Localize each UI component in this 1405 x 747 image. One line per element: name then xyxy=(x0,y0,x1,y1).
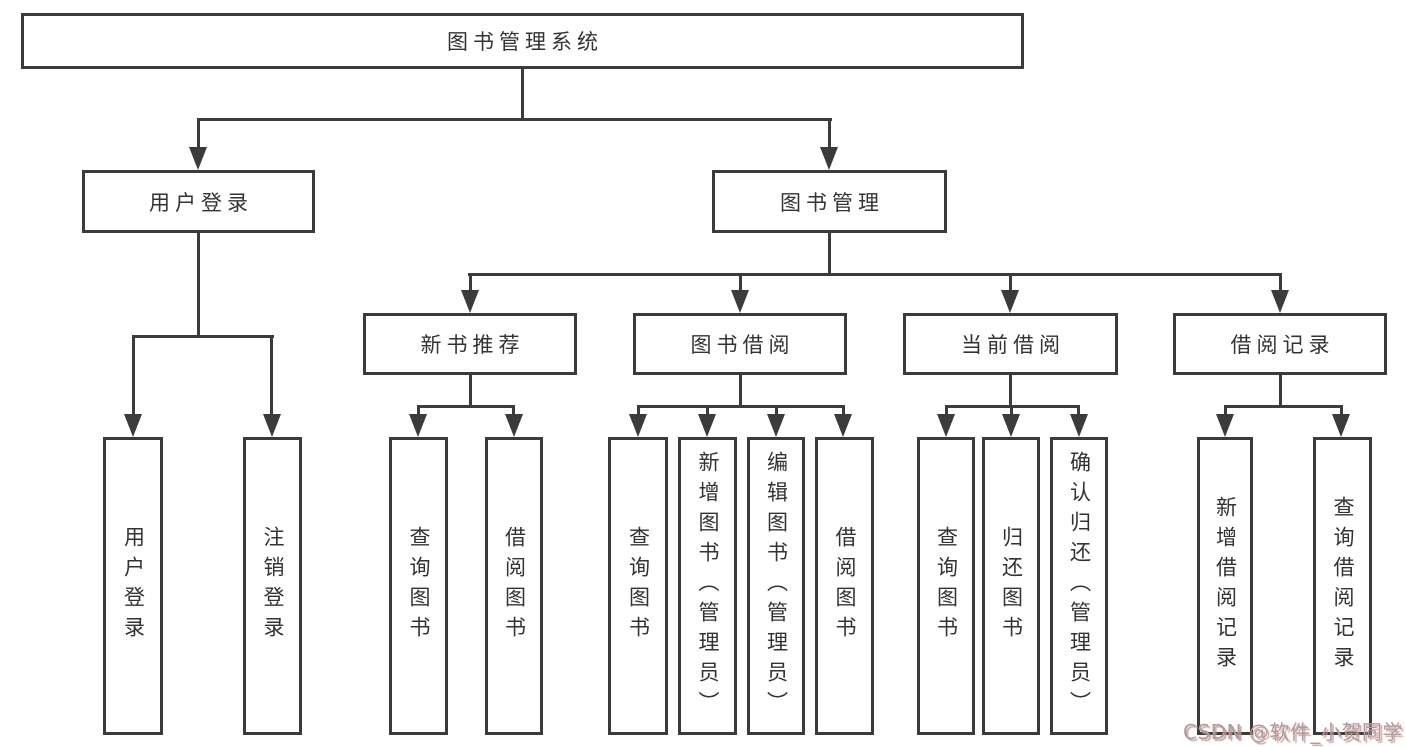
connector-stem xyxy=(197,118,200,150)
node-book-borrow: 图书借阅 xyxy=(633,313,847,375)
node-label: 新书推荐 xyxy=(420,333,525,357)
node-new-book-recommend: 新书推荐 xyxy=(363,313,577,375)
leaf-query-borrow-record: 查询借阅记录 xyxy=(1313,437,1372,735)
node-label: 查询借阅记录 xyxy=(1331,496,1355,676)
node-label: 归还图书 xyxy=(999,526,1024,646)
node-user-login: 用户登录 xyxy=(82,170,315,233)
connector-stem xyxy=(1009,273,1012,292)
connector-horizontal xyxy=(637,405,845,408)
connector-stem xyxy=(132,335,135,416)
arrowhead-down-icon xyxy=(698,414,716,437)
connector-root-horizontal xyxy=(197,118,832,121)
connector-horizontal xyxy=(132,335,274,338)
node-library-system: 图书管理系统 xyxy=(21,13,1024,69)
leaf-query-books-recommend: 查询图书 xyxy=(389,437,448,735)
node-label: 查询图书 xyxy=(407,526,431,646)
connector-stem xyxy=(512,405,515,416)
connector-stem xyxy=(739,273,742,292)
csdn-watermark: CSDN @软件_小贺同学 xyxy=(1183,720,1403,744)
leaf-query-books-current: 查询图书 xyxy=(917,437,975,735)
arrowhead-down-icon xyxy=(820,147,838,170)
arrowhead-down-icon xyxy=(189,147,207,170)
node-label: 图书管理 xyxy=(780,190,884,215)
leaf-confirm-return-admin: 确认归还（管理员） xyxy=(1050,437,1108,735)
connector-stem xyxy=(1077,405,1080,416)
node-label: 图书管理系统 xyxy=(447,30,603,54)
connector-stem xyxy=(945,405,948,416)
node-borrow-records: 借阅记录 xyxy=(1173,313,1387,375)
node-label: 用户登录 xyxy=(149,190,253,215)
node-label: 编辑图书（管理员） xyxy=(764,451,789,721)
arrowhead-down-icon xyxy=(834,414,852,437)
connector-vertical xyxy=(469,375,472,407)
node-label: 借阅记录 xyxy=(1230,333,1335,357)
arrowhead-down-icon xyxy=(461,290,479,313)
leaf-logout: 注销登录 xyxy=(243,437,302,735)
leaf-add-books-admin: 新增图书（管理员） xyxy=(678,437,737,735)
connector-vertical xyxy=(1009,375,1012,407)
arrowhead-down-icon xyxy=(731,290,749,313)
leaf-borrow-books: 借阅图书 xyxy=(815,437,874,735)
node-label: 注销登录 xyxy=(261,526,285,646)
connector-vertical xyxy=(1279,375,1282,407)
connector-stem xyxy=(1010,405,1013,416)
arrowhead-down-icon xyxy=(124,414,142,437)
node-label: 查询图书 xyxy=(934,526,959,646)
connector-horizontal xyxy=(417,405,515,408)
connector-stem xyxy=(706,405,709,416)
arrowhead-down-icon xyxy=(629,414,647,437)
arrowhead-down-icon xyxy=(1070,414,1088,437)
connector-stem xyxy=(270,335,273,416)
leaf-edit-books-admin: 编辑图书（管理员） xyxy=(747,437,805,735)
leaf-add-borrow-record: 新增借阅记录 xyxy=(1197,437,1253,735)
node-label: 新增借阅记录 xyxy=(1213,496,1238,676)
connector-stem xyxy=(469,273,472,292)
connector-vertical xyxy=(197,233,200,337)
connector-stem xyxy=(1224,405,1227,416)
connector-stem xyxy=(775,405,778,416)
arrowhead-down-icon xyxy=(409,414,427,437)
arrowhead-down-icon xyxy=(1002,414,1020,437)
connector-stem xyxy=(842,405,845,416)
arrowhead-down-icon xyxy=(767,414,785,437)
connector-stem xyxy=(1279,273,1282,292)
connector-horizontal xyxy=(468,273,1282,276)
node-label: 借阅图书 xyxy=(502,526,527,646)
connector-root-vertical xyxy=(521,69,524,120)
connector-stem xyxy=(417,405,420,416)
node-label: 确认归还（管理员） xyxy=(1067,451,1092,721)
leaf-query-books-borrow: 查询图书 xyxy=(608,437,668,735)
node-label: 当前借阅 xyxy=(961,333,1065,357)
node-book-management: 图书管理 xyxy=(712,170,947,233)
leaf-user-login: 用户登录 xyxy=(103,437,163,735)
connector-horizontal xyxy=(1224,405,1343,408)
connector-vertical xyxy=(739,375,742,407)
node-label: 查询图书 xyxy=(626,526,651,646)
arrowhead-down-icon xyxy=(505,414,523,437)
leaf-return-books: 归还图书 xyxy=(982,437,1040,735)
arrowhead-down-icon xyxy=(263,414,281,437)
node-label: 新增图书（管理员） xyxy=(696,451,720,721)
node-label: 用户登录 xyxy=(121,526,146,646)
arrowhead-down-icon xyxy=(1216,414,1234,437)
connector-stem xyxy=(1340,405,1343,416)
arrowhead-down-icon xyxy=(937,414,955,437)
node-label: 借阅图书 xyxy=(833,526,857,646)
arrowhead-down-icon xyxy=(1271,290,1289,313)
node-current-borrow: 当前借阅 xyxy=(903,313,1118,375)
arrowhead-down-icon xyxy=(1001,290,1019,313)
connector-vertical xyxy=(828,233,831,275)
leaf-borrow-books-recommend: 借阅图书 xyxy=(485,437,543,735)
arrowhead-down-icon xyxy=(1332,414,1350,437)
connector-stem xyxy=(637,405,640,416)
node-label: 图书借阅 xyxy=(690,333,795,357)
connector-stem xyxy=(828,118,831,150)
